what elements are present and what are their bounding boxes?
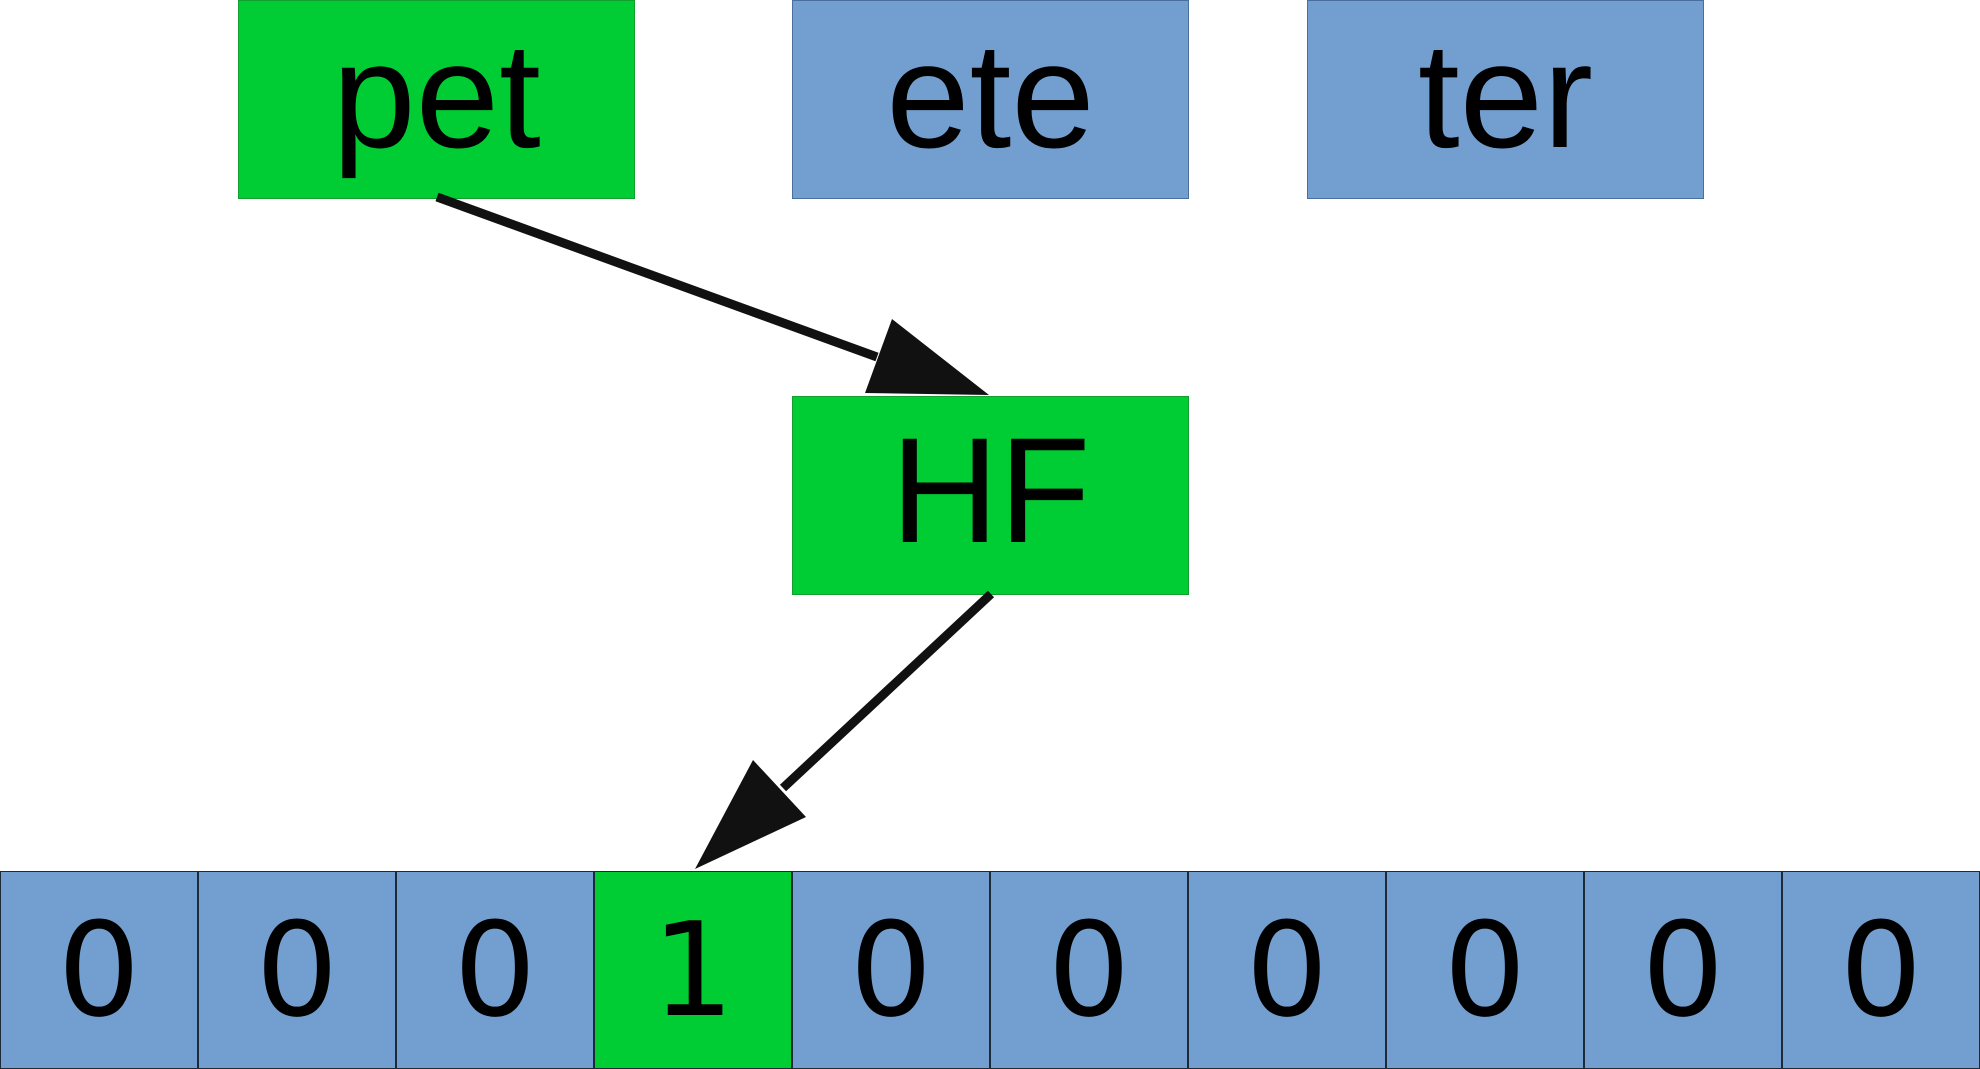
bit-cell-0: 0 <box>0 871 198 1069</box>
bit-value: 0 <box>1641 894 1725 1046</box>
bit-cell-5: 0 <box>990 871 1188 1069</box>
bit-value: 0 <box>453 894 537 1046</box>
bit-value: 1 <box>651 894 735 1046</box>
token-label: ete <box>886 10 1095 179</box>
bit-value: 0 <box>57 894 141 1046</box>
arrow-token-to-hash-head <box>865 319 989 395</box>
bit-cell-3: 1 <box>594 871 792 1069</box>
token-box-ete: ete <box>792 0 1189 199</box>
bit-cell-6: 0 <box>1188 871 1386 1069</box>
bit-cell-9: 0 <box>1782 871 1980 1069</box>
bit-cell-2: 0 <box>396 871 594 1069</box>
bit-cell-8: 0 <box>1584 871 1782 1069</box>
bit-value: 0 <box>255 894 339 1046</box>
token-label: ter <box>1417 10 1594 179</box>
arrow-hash-to-bit-line <box>779 590 995 792</box>
bit-value: 0 <box>849 894 933 1046</box>
hash-function-box: HF <box>792 396 1189 595</box>
bit-value: 0 <box>1443 894 1527 1046</box>
arrow-token-to-hash-line <box>435 192 879 362</box>
bit-cell-4: 0 <box>792 871 990 1069</box>
token-label: pet <box>332 10 541 179</box>
bit-value: 0 <box>1047 894 1131 1046</box>
token-box-pet: pet <box>238 0 635 199</box>
bit-cell-1: 0 <box>198 871 396 1069</box>
bit-value: 0 <box>1245 894 1329 1046</box>
token-box-ter: ter <box>1307 0 1704 199</box>
hash-function-label: HF <box>890 406 1091 574</box>
bit-cell-7: 0 <box>1386 871 1584 1069</box>
bit-value: 0 <box>1839 894 1923 1046</box>
arrow-hash-to-bit-head <box>695 760 806 869</box>
